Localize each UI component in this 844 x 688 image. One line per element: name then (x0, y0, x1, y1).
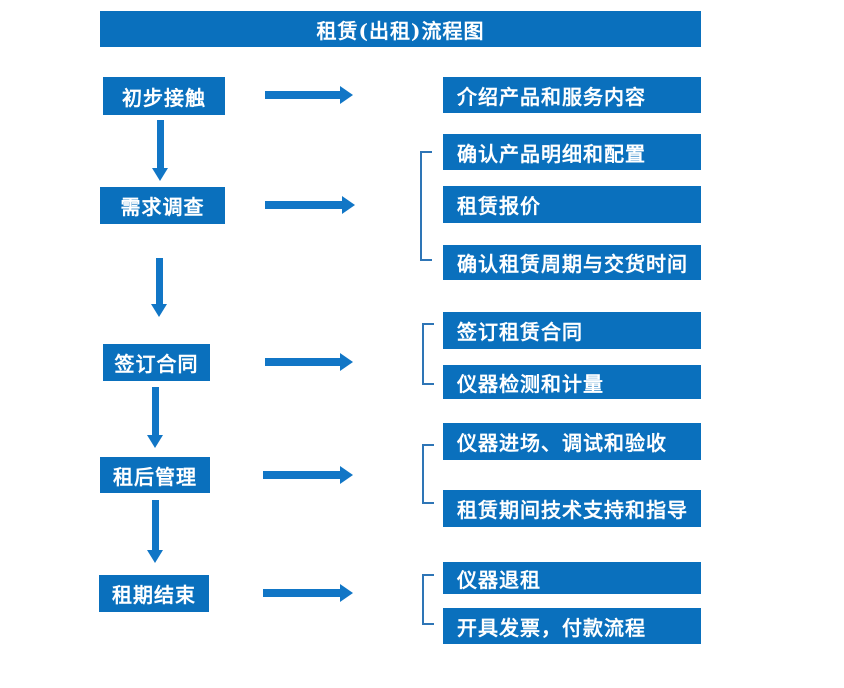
step-box-sign-rental-contract: 签订租赁合同 (443, 312, 701, 349)
right-arrow-head (342, 196, 355, 214)
down-arrow-head (147, 550, 163, 563)
step-box-confirm-period-delivery: 确认租赁周期与交货时间 (443, 245, 701, 280)
right-arrow-shaft (265, 91, 340, 99)
right-arrow (265, 86, 353, 104)
step-box-instrument-testing-metering: 仪器检测和计量 (443, 365, 701, 399)
down-arrow (147, 500, 163, 563)
group-bracket (422, 574, 434, 625)
right-arrow-head (340, 353, 353, 371)
stage-box-lease-end: 租期结束 (99, 575, 209, 612)
step-box-instrument-entry-debug-acceptance: 仪器进场、调试和验收 (443, 423, 701, 460)
title-bar: 租赁(出租)流程图 (100, 11, 701, 47)
right-arrow-shaft (265, 358, 340, 366)
down-arrow-head (147, 435, 163, 448)
down-arrow-shaft (151, 387, 159, 435)
right-arrow (265, 353, 353, 371)
stage-box-sign-contract: 签订合同 (103, 344, 210, 381)
down-arrow-shaft (156, 120, 164, 168)
down-arrow (152, 120, 168, 181)
group-bracket (422, 323, 434, 385)
step-box-tech-support-during-rental: 租赁期间技术支持和指导 (443, 490, 701, 527)
group-bracket (422, 444, 434, 504)
right-arrow (263, 466, 353, 484)
step-box-rental-quotation: 租赁报价 (443, 186, 701, 223)
right-arrow-head (340, 86, 353, 104)
step-box-invoice-payment-process: 开具发票，付款流程 (443, 608, 701, 644)
down-arrow-shaft (151, 500, 159, 550)
step-box-confirm-product-details: 确认产品明细和配置 (443, 134, 701, 170)
down-arrow-head (151, 304, 167, 317)
right-arrow-shaft (263, 471, 340, 479)
down-arrow (151, 258, 167, 317)
stage-box-demand-survey: 需求调查 (100, 187, 225, 224)
step-box-instrument-return: 仪器退租 (443, 562, 701, 594)
down-arrow-shaft (155, 258, 163, 304)
page-title: 租赁(出租)流程图 (316, 18, 485, 43)
right-arrow (265, 196, 355, 214)
stage-box-post-rental-management: 租后管理 (100, 457, 210, 493)
right-arrow-head (340, 584, 353, 602)
right-arrow-shaft (265, 201, 342, 209)
step-box-introduce-products-services: 介绍产品和服务内容 (443, 77, 701, 113)
right-arrow-head (340, 466, 353, 484)
down-arrow (147, 387, 163, 448)
right-arrow-shaft (263, 589, 340, 597)
down-arrow-head (152, 168, 168, 181)
stage-box-initial-contact: 初步接触 (103, 77, 225, 115)
right-arrow (263, 584, 353, 602)
group-bracket (420, 151, 432, 261)
